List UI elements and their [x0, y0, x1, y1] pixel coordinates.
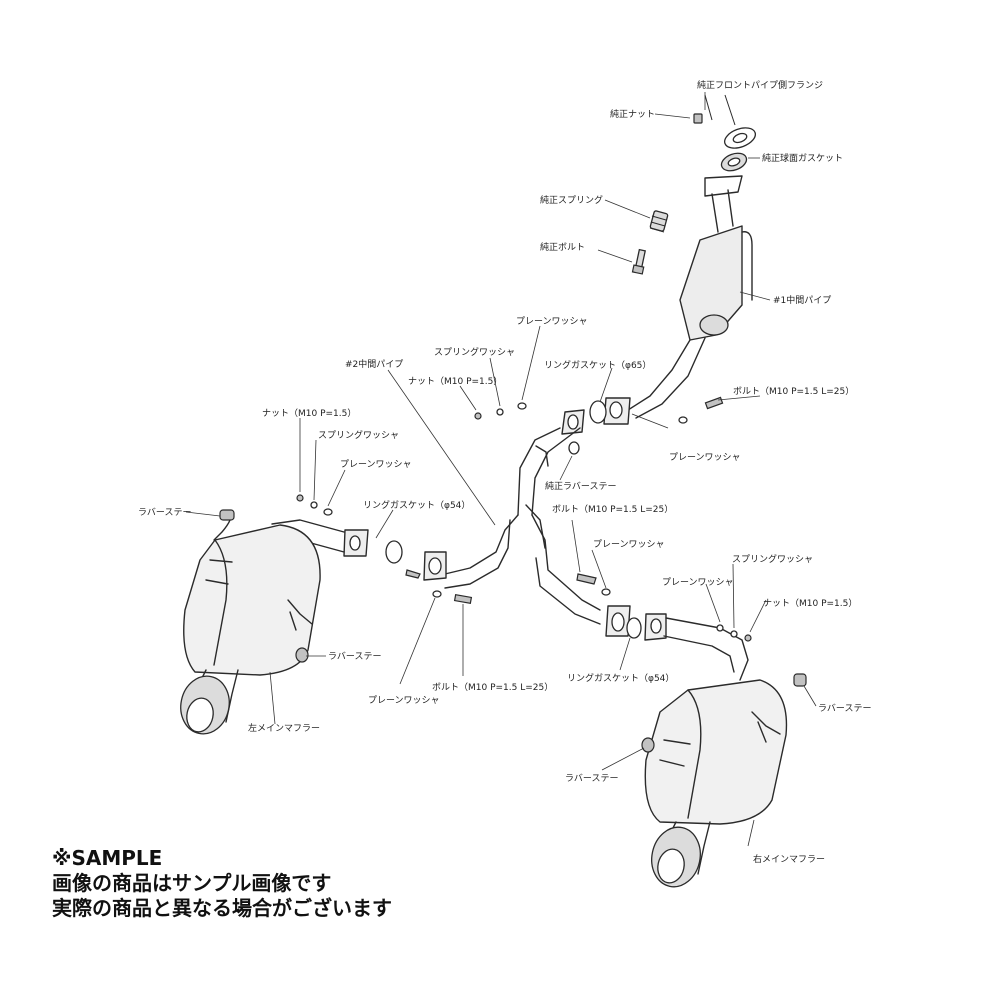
label-ring-gasket-54-left: リングガスケット（φ54）	[363, 499, 470, 511]
label-plain-washer-right: プレーンワッシャ	[593, 539, 665, 550]
center-pipe-2	[444, 397, 631, 625]
label-rubber-stay-left-bottom: ラバーステー	[328, 651, 381, 662]
label-spring-washer-top: スプリングワッシャ	[434, 346, 515, 358]
label-oem-bolt: 純正ボルト	[540, 241, 585, 253]
right-flange	[576, 573, 749, 681]
label-rubber-stay-right-bottom: ラバーステー	[565, 773, 618, 784]
oem-flange-group	[631, 94, 756, 275]
label-plain-washer-top-right: プレーンワッシャ	[669, 452, 741, 463]
sample-note-line-1: 画像の商品はサンプル画像です	[52, 871, 332, 895]
label-oem-nut: 純正ナット	[610, 108, 655, 120]
label-nut-m10-left: ナット（M10 P=1.5）	[262, 408, 356, 419]
label-oem-front-pipe-flange: 純正フロントパイプ側フランジ	[697, 79, 823, 91]
label-center-pipe-1: #1中間パイプ	[773, 294, 831, 306]
right-main-muffler-shape	[641, 673, 807, 888]
label-plain-washer-bottom: プレーンワッシャ	[368, 695, 440, 706]
label-oem-spring: 純正スプリング	[540, 194, 603, 206]
label-bolt-m10-top: ボルト（M10 P=1.5 L=25）	[733, 386, 854, 397]
label-bolt-m10-right: ボルト（M10 P=1.5 L=25）	[552, 504, 673, 515]
center-pipe-1	[627, 175, 753, 419]
label-plain-washer-right-2: プレーンワッシャ	[662, 577, 734, 588]
label-spring-washer-right: スプリングワッシャ	[732, 553, 813, 565]
sample-note-line-2: 実際の商品と異なる場合がございます	[52, 896, 392, 920]
label-right-main-muffler: 右メインマフラー	[753, 853, 825, 865]
label-rubber-stay-right-top: ラバーステー	[818, 703, 871, 714]
label-plain-washer-left: プレーンワッシャ	[340, 459, 412, 470]
label-spring-washer-left: スプリングワッシャ	[318, 429, 399, 441]
label-nut-m10-center: ナット（M10 P=1.5）	[408, 376, 502, 387]
small-hardware	[296, 396, 752, 642]
label-nut-m10-right: ナット（M10 P=1.5）	[763, 598, 857, 609]
label-center-pipe-2: #2中間パイプ	[345, 358, 403, 370]
label-oem-rubber-stay: 純正ラバーステー	[545, 480, 616, 492]
left-main-muffler-shape	[180, 509, 321, 735]
label-ring-gasket-65: リングガスケット（φ65）	[544, 359, 651, 371]
label-left-main-muffler: 左メインマフラー	[248, 722, 320, 734]
label-oem-spherical-gasket: 純正球面ガスケット	[762, 152, 843, 164]
labels: 純正フロントパイプ側フランジ 純正ナット 純正球面ガスケット 純正スプリング 純…	[138, 79, 871, 865]
label-plain-washer-top: プレーンワッシャ	[516, 316, 588, 327]
left-flange	[271, 519, 447, 581]
sample-notice: ※SAMPLE 画像の商品はサンプル画像です 実際の商品と異なる場合がございます	[52, 846, 392, 921]
label-ring-gasket-54-right: リングガスケット（φ54）	[567, 672, 674, 684]
label-rubber-stay-left-top: ラバーステー	[138, 507, 191, 518]
label-bolt-m10-bottom: ボルト（M10 P=1.5 L=25）	[432, 682, 553, 693]
sample-title: ※SAMPLE	[52, 846, 163, 870]
leader-lines	[185, 92, 817, 847]
